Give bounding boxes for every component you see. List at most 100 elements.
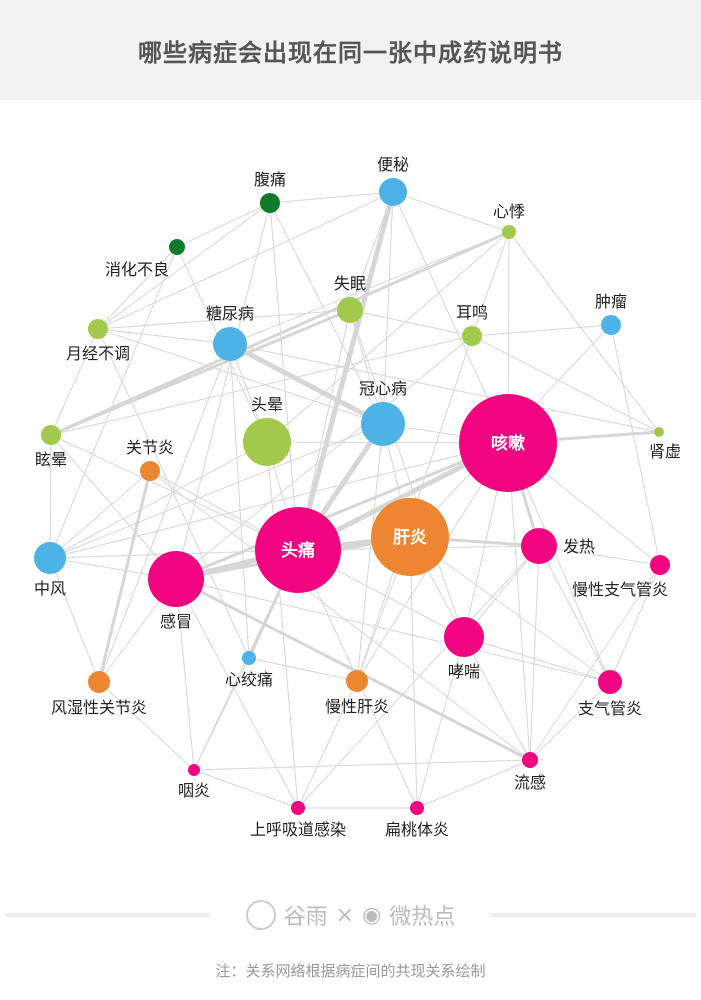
node-label: 咽炎 xyxy=(178,781,210,800)
node-circle[interactable] xyxy=(337,297,363,323)
edge-耳鸣-感冒 xyxy=(175,335,473,580)
edge-关节炎-流感 xyxy=(149,470,531,761)
node-circle[interactable] xyxy=(462,326,482,346)
node-label: 中风 xyxy=(34,579,66,598)
node-消化不良[interactable]: 消化不良 xyxy=(105,239,185,279)
edge-发热-流感 xyxy=(529,545,540,761)
node-label: 咳嗽 xyxy=(491,433,525,454)
node-circle[interactable] xyxy=(522,752,538,768)
node-label: 哮喘 xyxy=(448,662,480,681)
node-中风[interactable]: 中风 xyxy=(34,542,66,598)
node-circle[interactable] xyxy=(444,617,484,657)
guyu-logo-icon xyxy=(245,900,276,930)
node-糖尿病[interactable]: 糖尿病 xyxy=(206,304,254,361)
page-title: 哪些病症会出现在同一张中成药说明书 xyxy=(138,38,563,67)
node-耳鸣[interactable]: 耳鸣 xyxy=(456,303,488,346)
node-circle[interactable] xyxy=(346,670,368,692)
node-label: 感冒 xyxy=(160,612,192,631)
node-发热[interactable]: 发热 xyxy=(521,528,595,564)
node-circle[interactable] xyxy=(371,498,449,576)
node-肾虚[interactable]: 肾虚 xyxy=(649,427,681,461)
node-慢性肝炎[interactable]: 慢性肝炎 xyxy=(325,670,389,716)
node-circle[interactable] xyxy=(148,551,204,607)
node-circle[interactable] xyxy=(41,425,61,445)
edge-中风-风湿性关节炎 xyxy=(49,557,100,683)
node-label: 流感 xyxy=(514,773,546,792)
node-腹痛[interactable]: 腹痛 xyxy=(254,170,286,213)
edge-便秘-心悸 xyxy=(392,191,510,233)
edge-糖尿病-心绞痛 xyxy=(229,343,250,659)
edge-耳鸣-肿瘤 xyxy=(471,324,612,337)
node-label: 肾虚 xyxy=(649,442,681,461)
node-circle[interactable] xyxy=(379,178,407,206)
edge-糖尿病-冠心病 xyxy=(228,341,385,427)
node-circle[interactable] xyxy=(255,507,341,593)
node-便秘[interactable]: 便秘 xyxy=(377,155,409,206)
node-circle[interactable] xyxy=(34,542,66,574)
node-心绞痛[interactable]: 心绞痛 xyxy=(225,651,273,689)
edge-失眠-月经不调 xyxy=(97,309,351,330)
edge-头晕-中风 xyxy=(49,441,268,559)
node-头痛[interactable]: 头痛 xyxy=(255,507,341,593)
node-label: 支气管炎 xyxy=(578,699,642,718)
edge-肝炎-扁桃体炎 xyxy=(409,536,418,809)
edge-关节炎-中风 xyxy=(49,470,151,559)
logo-guyu: 谷雨 xyxy=(283,905,328,930)
node-circle[interactable] xyxy=(410,801,424,815)
node-circle[interactable] xyxy=(88,319,108,339)
node-冠心病[interactable]: 冠心病 xyxy=(359,379,407,446)
node-circle[interactable] xyxy=(260,193,280,213)
node-支气管炎[interactable]: 支气管炎 xyxy=(578,670,642,718)
edge-头晕-上呼吸道感染 xyxy=(266,441,299,809)
node-肝炎[interactable]: 肝炎 xyxy=(371,498,449,576)
edge-腹痛-月经不调 xyxy=(97,202,271,330)
node-circle[interactable] xyxy=(601,315,621,335)
node-circle[interactable] xyxy=(459,394,557,492)
node-哮喘[interactable]: 哮喘 xyxy=(444,617,484,681)
node-头晕[interactable]: 头晕 xyxy=(243,395,291,466)
node-circle[interactable] xyxy=(243,418,291,466)
node-circle[interactable] xyxy=(169,239,185,255)
node-circle[interactable] xyxy=(188,764,200,776)
node-circle[interactable] xyxy=(242,651,256,665)
edge-哮喘-支气管炎 xyxy=(463,636,611,683)
node-咽炎[interactable]: 咽炎 xyxy=(178,764,210,800)
node-上呼吸道感染[interactable]: 上呼吸道感染 xyxy=(250,801,346,839)
edge-风湿性关节炎-关节炎 xyxy=(97,470,152,683)
edge-眩晕-心悸 xyxy=(50,230,510,437)
node-circle[interactable] xyxy=(88,671,110,693)
node-circle[interactable] xyxy=(598,670,622,694)
node-circle[interactable] xyxy=(502,225,516,239)
node-扁桃体炎[interactable]: 扁桃体炎 xyxy=(385,801,449,839)
node-circle[interactable] xyxy=(654,427,664,437)
node-肿瘤[interactable]: 肿瘤 xyxy=(595,292,627,335)
footnote: 注：关系网络根据病症间的共现关系绘制 xyxy=(215,962,486,980)
edge-慢性支气管炎-支气管炎 xyxy=(609,564,661,683)
node-label: 头痛 xyxy=(281,540,315,561)
node-眩晕[interactable]: 眩晕 xyxy=(35,425,67,469)
edge-支气管炎-流感 xyxy=(529,681,611,761)
node-circle[interactable] xyxy=(521,528,557,564)
header: 哪些病症会出现在同一张中成药说明书 xyxy=(0,0,701,100)
node-月经不调[interactable]: 月经不调 xyxy=(66,319,130,363)
node-circle[interactable] xyxy=(291,801,305,815)
edge-风湿性关节炎-咽炎 xyxy=(98,681,195,771)
node-风湿性关节炎[interactable]: 风湿性关节炎 xyxy=(51,671,147,717)
node-circle[interactable] xyxy=(361,402,405,446)
node-circle[interactable] xyxy=(213,327,247,361)
node-circle[interactable] xyxy=(140,461,160,481)
node-失眠[interactable]: 失眠 xyxy=(334,274,366,323)
edge-哮喘-扁桃体炎 xyxy=(416,636,465,809)
node-circle[interactable] xyxy=(650,555,670,575)
node-心悸[interactable]: 心悸 xyxy=(493,202,525,239)
edge-消化不良-月经不调 xyxy=(97,246,178,330)
edge-哮喘-流感 xyxy=(463,636,531,761)
edge-腹痛-冠心病 xyxy=(269,202,384,425)
edge-发热-支气管炎 xyxy=(538,545,611,683)
node-咳嗽[interactable]: 咳嗽 xyxy=(459,394,557,492)
node-关节炎[interactable]: 关节炎 xyxy=(126,438,174,481)
node-感冒[interactable]: 感冒 xyxy=(148,551,204,631)
node-慢性支气管炎[interactable]: 慢性支气管炎 xyxy=(572,555,670,599)
edge-心悸-耳鸣 xyxy=(471,231,510,337)
node-流感[interactable]: 流感 xyxy=(514,752,546,792)
